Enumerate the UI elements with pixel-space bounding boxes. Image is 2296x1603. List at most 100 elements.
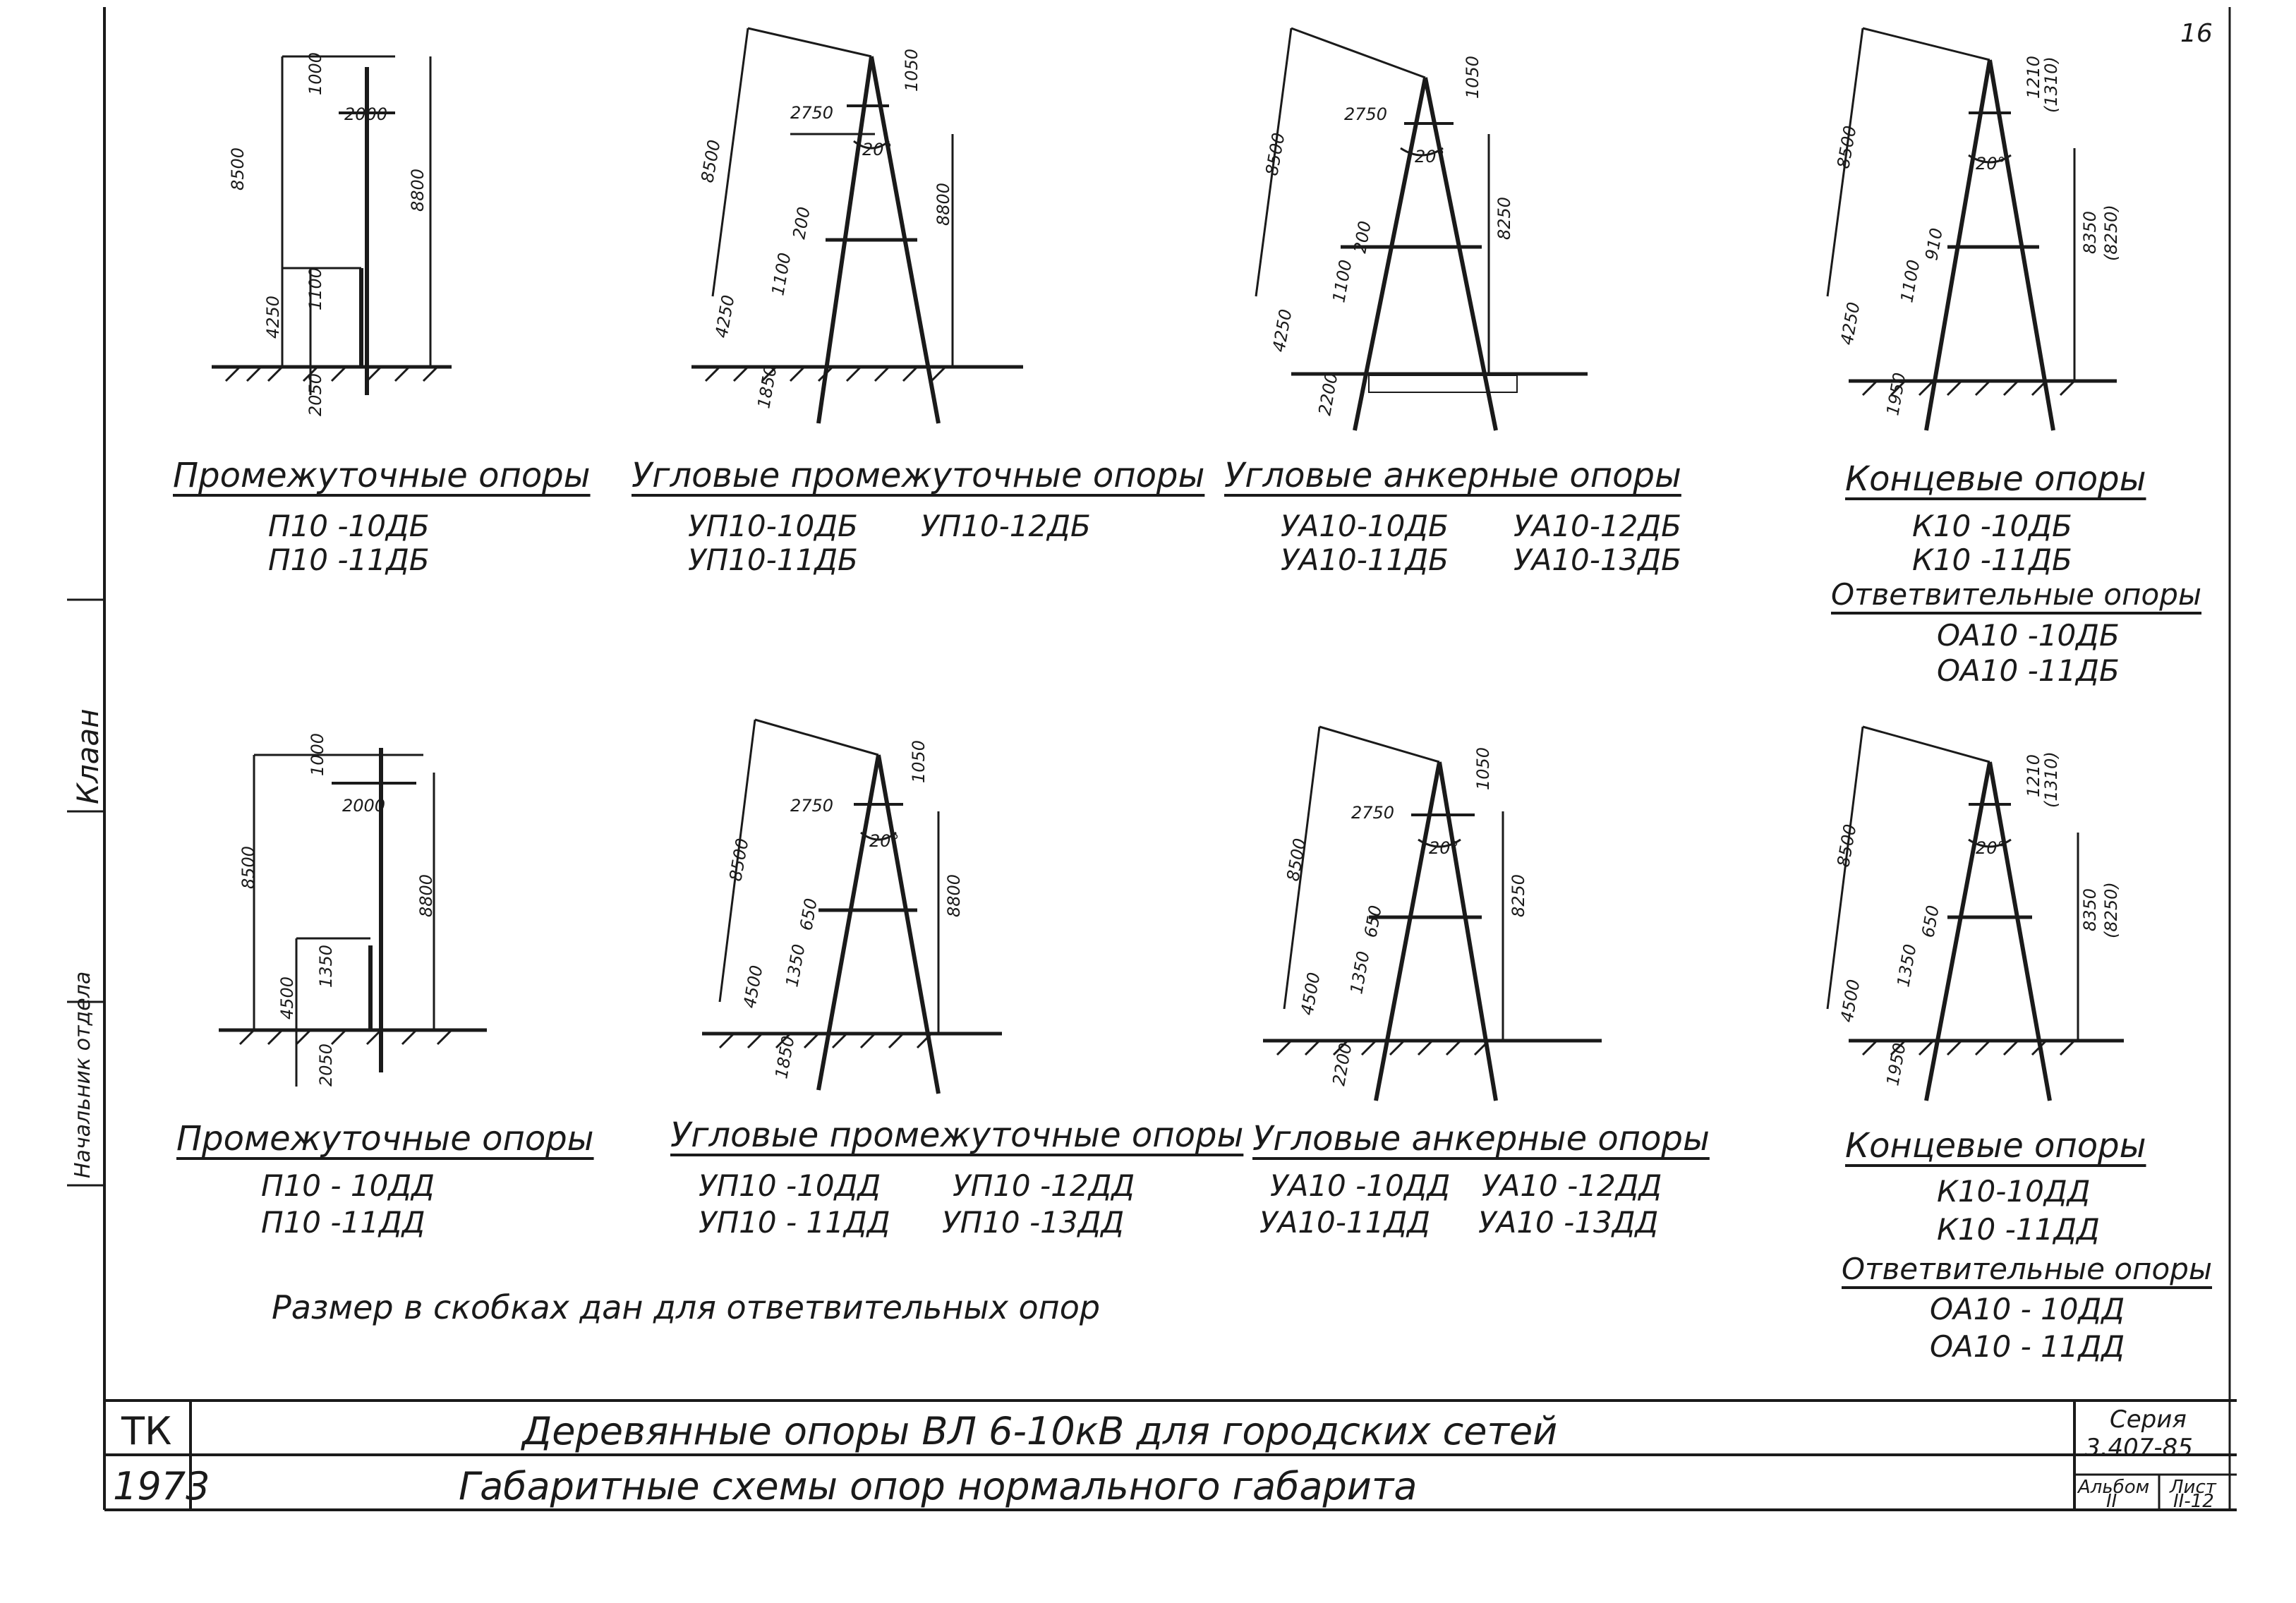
dim-angle: 20° bbox=[1976, 838, 2006, 858]
code-label: УА10 -10ДД bbox=[1270, 1168, 1451, 1203]
dim-gap-b: 200 bbox=[789, 205, 814, 241]
code-label: УП10-11ДБ bbox=[688, 543, 858, 577]
caption-angular-intermediate: Угловые промежуточные опоры bbox=[670, 1115, 1244, 1155]
code-label: УА10-13ДБ bbox=[1513, 543, 1681, 577]
pole-diagram-1a bbox=[212, 55, 452, 395]
series-label: Серия bbox=[2110, 1405, 2187, 1434]
dim-above: 8350 bbox=[2080, 211, 2100, 254]
dim-below: 2050 bbox=[316, 1044, 336, 1087]
footnote: Размер в скобках дан для ответвительных … bbox=[272, 1288, 1101, 1326]
code-label: УА10-11ДД bbox=[1259, 1205, 1430, 1240]
dim-gap: 1350 bbox=[316, 945, 336, 988]
dim-total: 8500 bbox=[238, 846, 258, 889]
dim-top-alt: (1310) bbox=[2041, 56, 2061, 113]
code-label: ОА10 -10ДБ bbox=[1937, 618, 2120, 653]
code-label: УП10 - 11ДД bbox=[699, 1205, 890, 1240]
album-number: II bbox=[2106, 1491, 2117, 1512]
code-label: УП10 -10ДД bbox=[699, 1168, 881, 1203]
dim-total: 8500 bbox=[1283, 837, 1310, 883]
dim-top-b: 2000 bbox=[342, 796, 385, 816]
dim-arm: 2750 bbox=[1344, 104, 1387, 124]
dim-top: 1210 bbox=[2024, 754, 2043, 797]
code-label: ОА10 - 11ДД bbox=[1930, 1329, 2125, 1364]
dim-above: 8800 bbox=[408, 169, 428, 212]
stamp-name: Клаан bbox=[71, 708, 105, 804]
sheet-subtitle: Габаритные схемы опор нормального габари… bbox=[459, 1464, 1418, 1508]
caption-branch: Ответвительные опоры bbox=[1842, 1252, 2213, 1286]
dim-angle: 20° bbox=[862, 140, 893, 159]
dim-total: 8500 bbox=[1262, 131, 1288, 177]
dim-arm: 2750 bbox=[1351, 803, 1394, 823]
dim-below: 1950 bbox=[1883, 1041, 1909, 1087]
dim-total: 8500 bbox=[725, 837, 752, 883]
dim-top: 1050 bbox=[909, 740, 929, 783]
sheet-title: Деревянные опоры ВЛ 6-10кВ для городских… bbox=[522, 1409, 1558, 1453]
dim-mid: 4250 bbox=[1837, 301, 1863, 346]
dim-above: 8250 bbox=[1494, 197, 1514, 240]
dim-gap-b: 200 bbox=[1350, 219, 1375, 255]
dim-below: 2200 bbox=[1315, 371, 1341, 417]
code-label: ОА10 - 10ДД bbox=[1930, 1292, 2125, 1326]
pole-diagram-1b bbox=[219, 748, 487, 1087]
caption-end: Концевые опоры bbox=[1845, 1126, 2146, 1166]
dim-angle: 20° bbox=[1976, 154, 2006, 174]
code-label: К10 -10ДБ bbox=[1912, 509, 2072, 543]
series-number: 3.407-85 bbox=[2085, 1434, 2193, 1462]
dim-gap-a: 1100 bbox=[768, 251, 794, 297]
org-code: ТК bbox=[121, 1409, 172, 1453]
stamp-role: Начальник отдела bbox=[71, 971, 95, 1178]
caption-intermediate: Промежуточные опоры bbox=[176, 1119, 594, 1159]
dim-top: 1210 bbox=[2024, 56, 2043, 99]
dim-top: 1050 bbox=[902, 49, 922, 92]
caption-branch: Ответвительные опоры bbox=[1831, 577, 2202, 612]
dim-gap-a: 1350 bbox=[1893, 943, 1920, 988]
dim-gap-b: 650 bbox=[796, 897, 821, 932]
dim-above: 8800 bbox=[416, 874, 436, 917]
code-label: УА10-10ДБ bbox=[1281, 509, 1449, 543]
dim-gap-a: 1100 bbox=[1897, 258, 1923, 304]
dim-top-a: 1000 bbox=[308, 733, 327, 776]
sheet-corner-number: 16 bbox=[2180, 19, 2213, 48]
caption-angular-intermediate: Угловые промежуточные опоры bbox=[632, 456, 1205, 495]
code-label: УП10-10ДБ bbox=[688, 509, 858, 543]
dim-above-alt: (8250) bbox=[2101, 882, 2121, 938]
dim-gap-a: 1100 bbox=[1329, 258, 1355, 304]
dim-gap-b: 650 bbox=[1360, 904, 1386, 939]
dim-above: 8800 bbox=[944, 874, 964, 917]
dim-mid: 4250 bbox=[1269, 308, 1295, 353]
dim-top-alt: (1310) bbox=[2041, 751, 2061, 808]
code-label: УП10 -12ДД bbox=[953, 1168, 1135, 1203]
dim-gap-b: 650 bbox=[1918, 904, 1943, 939]
code-label: ОА10 -11ДБ bbox=[1937, 653, 2120, 688]
dim-arm: 2750 bbox=[790, 103, 833, 123]
dim-total: 8500 bbox=[228, 147, 248, 190]
dim-below: 1850 bbox=[754, 364, 780, 410]
dim-above: 8800 bbox=[933, 183, 953, 226]
dim-top: 1050 bbox=[1473, 747, 1493, 790]
dim-mid: 4500 bbox=[1297, 971, 1324, 1017]
pole-diagram-3b bbox=[1263, 725, 1602, 1101]
dim-top-a: 1000 bbox=[306, 52, 325, 95]
dim-above-alt: (8250) bbox=[2101, 205, 2121, 261]
dim-below: 1950 bbox=[1883, 371, 1909, 417]
caption-angular-anchor: Угловые анкерные опоры bbox=[1224, 456, 1681, 495]
dim-gap-a: 1350 bbox=[782, 943, 809, 988]
dim-above: 8350 bbox=[2080, 888, 2100, 931]
pole-diagram-3a bbox=[1255, 27, 1588, 431]
code-label: П10 -11ДБ bbox=[268, 543, 430, 577]
dim-total: 8500 bbox=[697, 138, 724, 184]
code-label: К10 -11ДБ bbox=[1912, 543, 2072, 577]
code-label: УА10 -12ДД bbox=[1482, 1168, 1662, 1203]
caption-end: Концевые опоры bbox=[1845, 459, 2146, 499]
dim-mid: 4500 bbox=[1837, 978, 1863, 1024]
pole-diagram-4a bbox=[1826, 27, 2117, 431]
sheet-number: II-12 bbox=[2173, 1491, 2214, 1512]
dim-below: 2200 bbox=[1329, 1041, 1355, 1087]
dim-angle: 20° bbox=[869, 831, 900, 851]
pole-diagram-4b bbox=[1826, 725, 2124, 1101]
year: 1973 bbox=[113, 1464, 210, 1508]
dim-gap-b: 910 bbox=[1921, 226, 1947, 262]
dim-gap-a: 1350 bbox=[1346, 950, 1373, 996]
code-label: П10 - 10ДД bbox=[261, 1168, 435, 1203]
